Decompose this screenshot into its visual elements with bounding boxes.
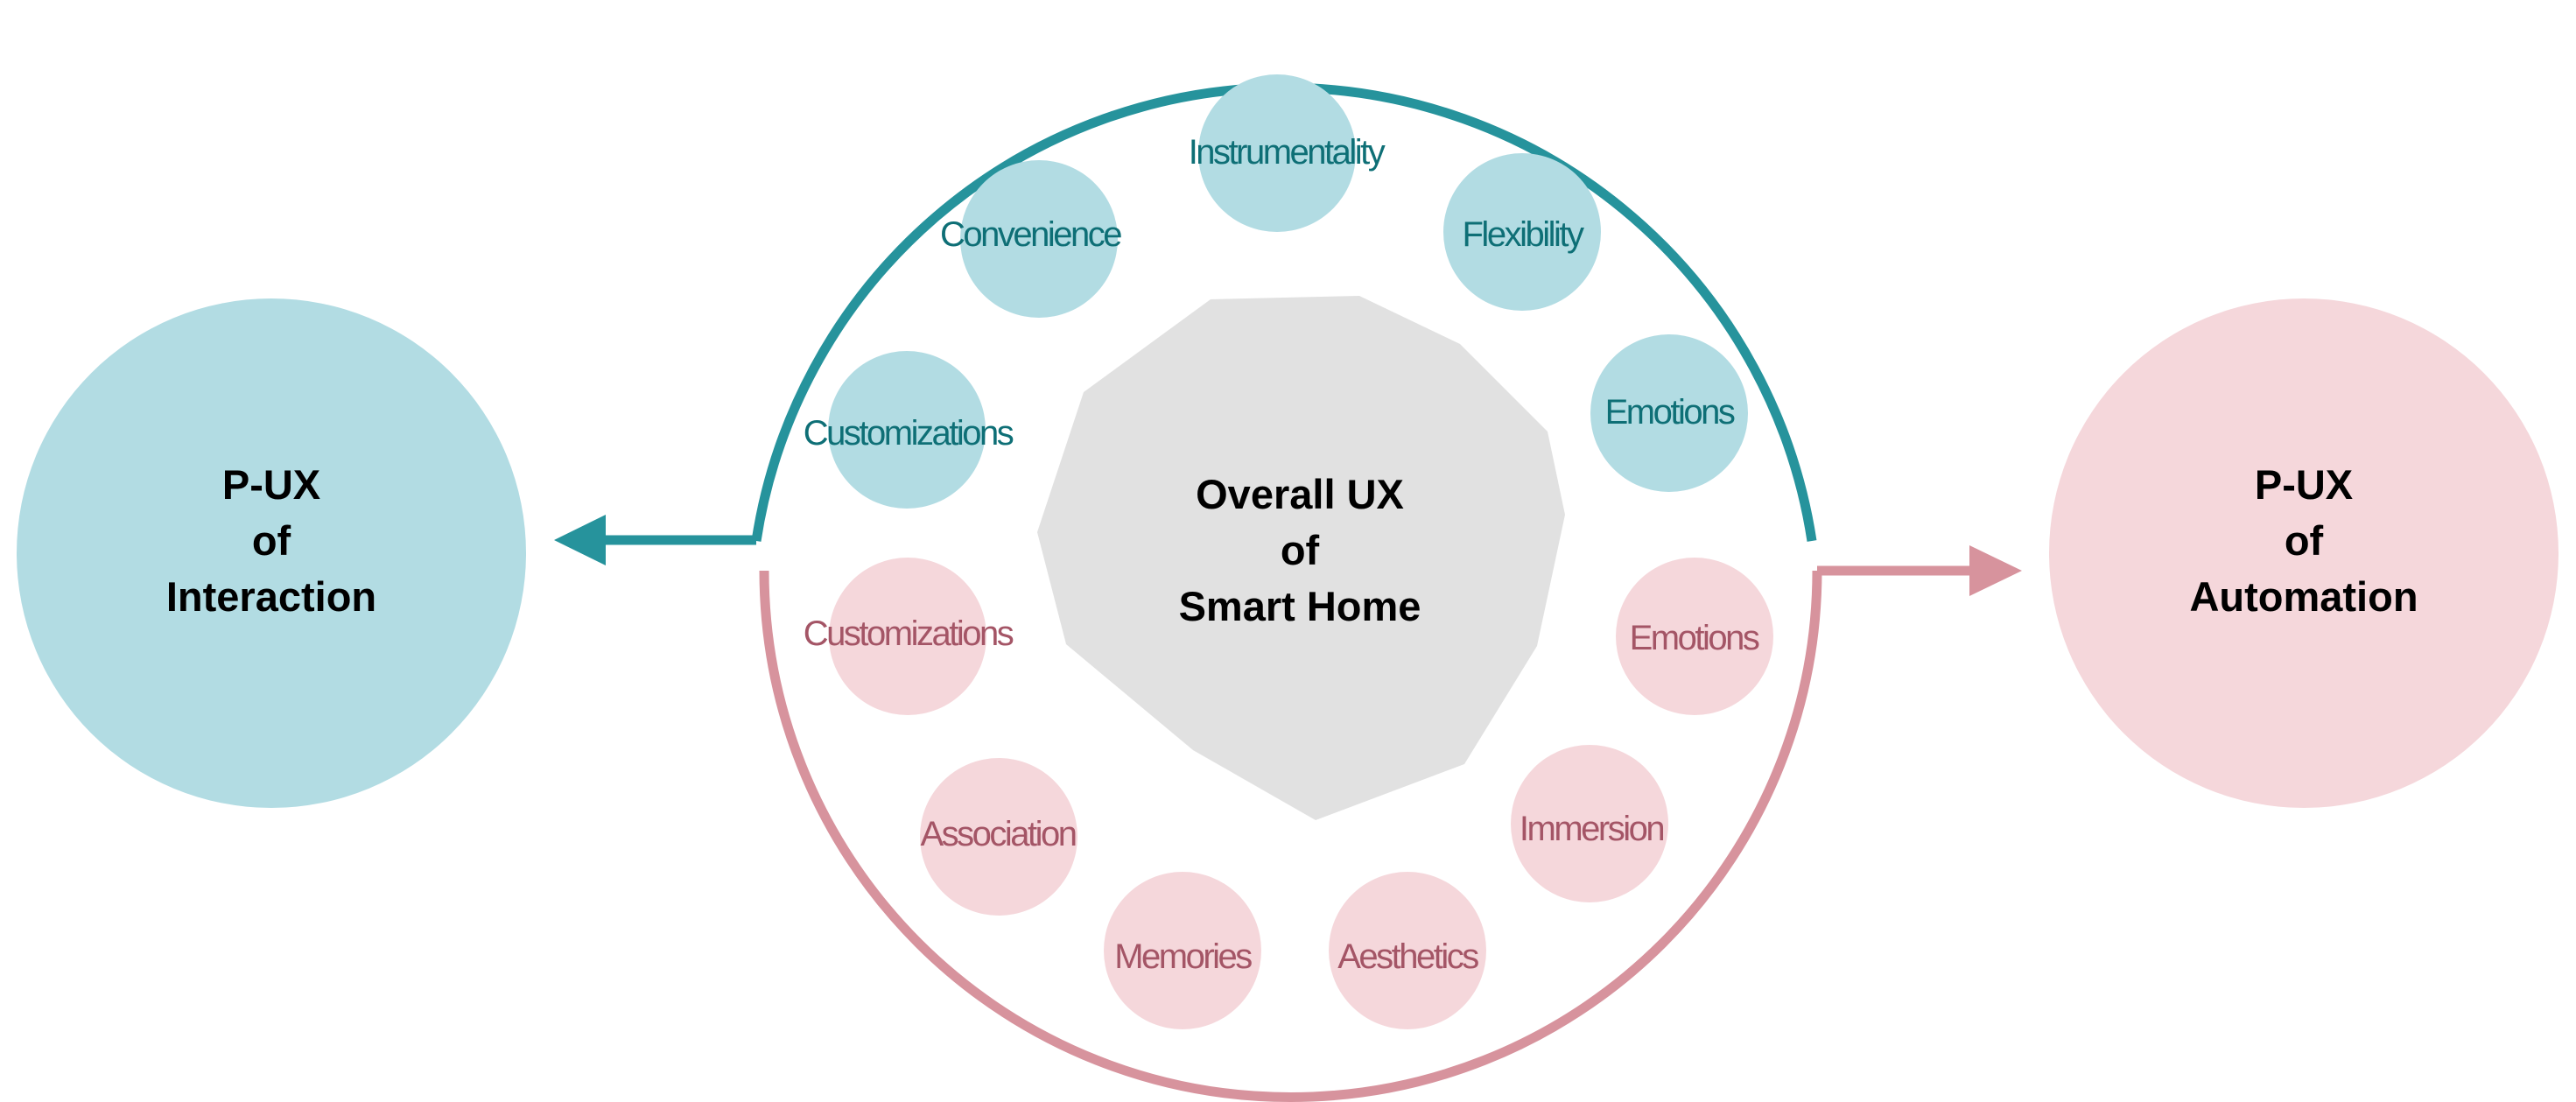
- factor-bubble-association: [920, 758, 1077, 916]
- interaction-connector: [600, 535, 762, 545]
- factor-label-memories: Memories: [1114, 937, 1252, 976]
- interaction-node-line-2: of: [252, 517, 291, 564]
- automation-node-line-2: of: [2285, 517, 2324, 564]
- factor-label-immersion: Immersion: [1520, 810, 1663, 848]
- automation-node-label: P-UX of Automation: [2189, 461, 2418, 620]
- automation-node-line-1: P-UX: [2255, 461, 2353, 508]
- factor-label-customizations-interaction: Customizations: [804, 414, 1014, 453]
- automation-node-line-3: Automation: [2189, 573, 2418, 620]
- overall-ux-line-3: Smart Home: [1179, 583, 1421, 629]
- factor-label-customizations-automation: Customizations: [804, 614, 1014, 653]
- factor-bubble-aesthetics: [1329, 872, 1486, 1029]
- interaction-node-circle: [17, 298, 526, 808]
- overall-ux-polygon: [1037, 296, 1565, 820]
- factor-bubble-convenience: [960, 160, 1118, 318]
- factor-bubble-emotions-interaction: [1590, 334, 1748, 492]
- factor-bubble-instrumentality: [1198, 74, 1356, 232]
- automation-node-circle: [2049, 298, 2558, 808]
- factor-bubble-customizations-interaction: [828, 351, 986, 509]
- interaction-node-line-1: P-UX: [222, 461, 320, 508]
- factor-label-aesthetics: Aesthetics: [1337, 937, 1478, 976]
- interaction-factors: Instrumentality Convenience Flexibility …: [804, 74, 1748, 509]
- factor-bubble-customizations-automation: [829, 558, 986, 715]
- factor-bubble-emotions-automation: [1616, 558, 1773, 715]
- factor-label-convenience: Convenience: [940, 215, 1121, 254]
- interaction-arrow-icon: [554, 515, 606, 565]
- overall-ux-line-1: Overall UX: [1196, 471, 1404, 517]
- automation-ring-arc: [759, 570, 1822, 1102]
- factor-label-flexibility: Flexibility: [1463, 215, 1584, 254]
- factor-label-instrumentality: Instrumentality: [1189, 133, 1386, 172]
- interaction-node-line-3: Interaction: [166, 573, 376, 620]
- interaction-node-label: P-UX of Interaction: [166, 461, 376, 620]
- factor-bubble-flexibility: [1443, 153, 1601, 311]
- overall-ux-line-2: of: [1281, 527, 1320, 573]
- automation-factors: Customizations Emotions Association Imme…: [804, 558, 1773, 1029]
- factor-label-association: Association: [920, 815, 1075, 853]
- factor-label-emotions-automation: Emotions: [1630, 619, 1759, 657]
- factor-bubble-memories: [1104, 872, 1261, 1029]
- factor-label-emotions-interaction: Emotions: [1605, 393, 1735, 432]
- factor-bubble-immersion: [1511, 745, 1668, 902]
- automation-arrow-icon: [1969, 545, 2022, 596]
- overall-ux-label: Overall UX of Smart Home: [1179, 471, 1421, 629]
